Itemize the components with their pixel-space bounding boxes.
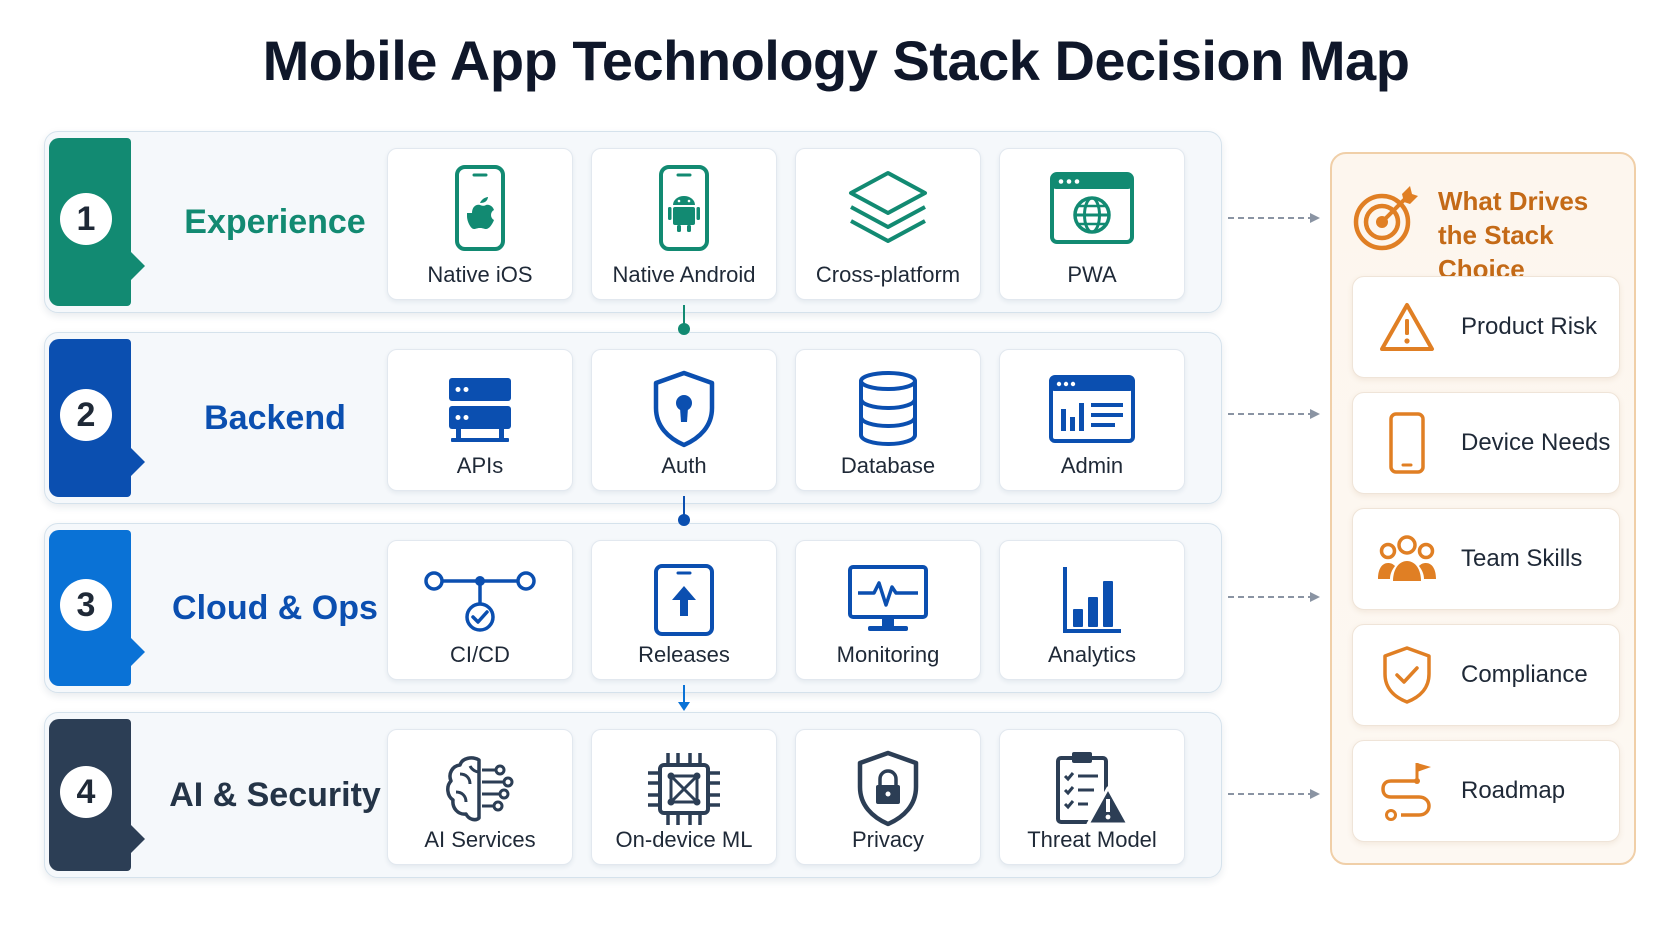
card-label: Database xyxy=(840,453,936,478)
dashboard-icon xyxy=(1000,360,1184,458)
driver-product-risk[interactable]: Product Risk xyxy=(1352,276,1620,378)
card-auth[interactable]: Auth xyxy=(591,349,777,491)
card-label: Privacy xyxy=(851,827,925,852)
upload-icon xyxy=(592,551,776,649)
layer-title: AI & Security xyxy=(169,776,381,814)
card-native-android[interactable]: Native Android xyxy=(591,148,777,300)
layer-ai-security: 4 AI & Security AI Services On-device ML… xyxy=(44,712,1222,878)
drivers-panel: What Drives the Stack Choice Product Ris… xyxy=(1330,152,1636,865)
arrow-experience-to-drivers xyxy=(1226,211,1322,223)
card-on-device-ml[interactable]: On-device ML xyxy=(591,729,777,865)
driver-label: Roadmap xyxy=(1461,777,1566,804)
shield-check-icon xyxy=(1375,643,1439,707)
pipeline-icon xyxy=(388,551,572,649)
layer-cloud-ops: 3 Cloud & Ops CI/CD Releases Monitoring … xyxy=(44,523,1222,693)
arrow-ai-to-drivers xyxy=(1226,787,1322,799)
page-title: Mobile App Technology Stack Decision Map xyxy=(262,29,1410,92)
connector-2-3 xyxy=(678,496,690,526)
bar-chart-icon xyxy=(1000,551,1184,649)
card-database[interactable]: Database xyxy=(795,349,981,491)
android-phone-icon xyxy=(592,159,776,257)
card-label: Native Android xyxy=(612,262,756,287)
database-icon xyxy=(796,360,980,458)
layer-title: Experience xyxy=(184,203,366,241)
card-releases[interactable]: Releases xyxy=(591,540,777,680)
arrow-cloud-to-drivers xyxy=(1226,590,1322,602)
driver-device-needs[interactable]: Device Needs xyxy=(1352,392,1620,494)
brain-icon xyxy=(388,740,572,838)
layer-title: Backend xyxy=(204,399,346,437)
card-label: PWA xyxy=(1067,262,1117,287)
arrow-backend-to-drivers xyxy=(1226,407,1322,419)
layer-number: 3 xyxy=(60,579,112,631)
target-icon xyxy=(1352,184,1420,257)
card-label: Native iOS xyxy=(427,262,533,287)
chip-icon xyxy=(592,740,776,838)
card-admin[interactable]: Admin xyxy=(999,349,1185,491)
monitor-pulse-icon xyxy=(796,551,980,649)
warning-icon xyxy=(1375,295,1439,359)
connector-1-2 xyxy=(678,305,690,335)
driver-roadmap[interactable]: Roadmap xyxy=(1352,740,1620,842)
card-cross-platform[interactable]: Cross-platform xyxy=(795,148,981,300)
roadmap-icon xyxy=(1375,759,1439,823)
shield-lock-icon xyxy=(796,740,980,838)
driver-label: Product Risk xyxy=(1461,313,1598,340)
driver-team-skills[interactable]: Team Skills xyxy=(1352,508,1620,610)
card-label: Cross-platform xyxy=(815,262,961,287)
team-icon xyxy=(1375,527,1439,591)
apple-phone-icon xyxy=(388,159,572,257)
layers-icon xyxy=(796,159,980,257)
layer-number: 1 xyxy=(60,193,112,245)
card-analytics[interactable]: Analytics xyxy=(999,540,1185,680)
server-icon xyxy=(388,360,572,458)
card-pwa[interactable]: PWA xyxy=(999,148,1185,300)
browser-globe-icon xyxy=(1000,159,1184,257)
card-label: AI Services xyxy=(424,827,536,852)
shield-keyhole-icon xyxy=(592,360,776,458)
drivers-header: What Drives the Stack Choice xyxy=(1352,180,1622,284)
card-apis[interactable]: APIs xyxy=(387,349,573,491)
layer-backend: 2 Backend APIs Auth Database Admin xyxy=(44,332,1222,504)
layer-experience: 1 Experience Native iOS Native Android C… xyxy=(44,131,1222,313)
card-ci-cd[interactable]: CI/CD xyxy=(387,540,573,680)
card-label: Monitoring xyxy=(836,642,940,667)
driver-label: Device Needs xyxy=(1461,429,1611,456)
layer-number: 2 xyxy=(60,389,112,441)
card-ai-services[interactable]: AI Services xyxy=(387,729,573,865)
card-threat-model[interactable]: Threat Model xyxy=(999,729,1185,865)
card-label: Admin xyxy=(1060,453,1124,478)
card-monitoring[interactable]: Monitoring xyxy=(795,540,981,680)
driver-label: Team Skills xyxy=(1461,545,1583,572)
drivers-title: What Drives the Stack Choice xyxy=(1438,186,1589,284)
card-label: Analytics xyxy=(1047,642,1137,667)
phone-icon xyxy=(1375,411,1439,475)
card-native-ios[interactable]: Native iOS xyxy=(387,148,573,300)
connector-3-4 xyxy=(676,685,692,715)
card-label: CI/CD xyxy=(450,642,510,667)
driver-compliance[interactable]: Compliance xyxy=(1352,624,1620,726)
card-label: Releases xyxy=(638,642,730,667)
card-label: APIs xyxy=(456,453,504,478)
card-privacy[interactable]: Privacy xyxy=(795,729,981,865)
card-label: On-device ML xyxy=(615,827,753,852)
layer-title: Cloud & Ops xyxy=(172,589,378,627)
clipboard-warning-icon xyxy=(1000,740,1184,838)
layer-number: 4 xyxy=(60,766,112,818)
driver-label: Compliance xyxy=(1461,661,1588,688)
card-label: Auth xyxy=(661,453,707,478)
card-label: Threat Model xyxy=(1027,827,1157,852)
